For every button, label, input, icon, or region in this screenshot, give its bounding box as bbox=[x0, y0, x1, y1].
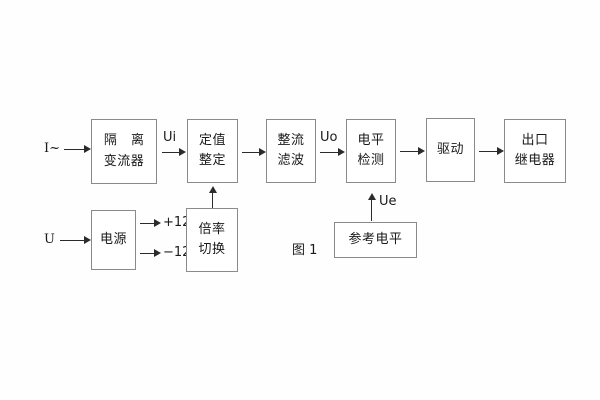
block-reference-level[interactable]: 参考电平 bbox=[334, 222, 417, 258]
input-current-label: I~ bbox=[44, 141, 61, 156]
block-ratio-switch-line2: 切换 bbox=[198, 242, 226, 257]
input-voltage-arrowhead bbox=[84, 236, 91, 244]
link-driver-to-relay-arrowhead bbox=[497, 147, 504, 155]
block-driver-line1: 驱动 bbox=[436, 141, 464, 157]
rail-negative-line bbox=[140, 253, 154, 254]
block-power-supply-line1: 电源 bbox=[99, 231, 127, 247]
block-level-detect-line1: 电平 bbox=[357, 132, 385, 148]
figure-caption: 图 1 bbox=[292, 243, 318, 258]
block-driver[interactable]: 驱动 bbox=[426, 118, 475, 182]
block-level-detect[interactable]: 电平 检测 bbox=[346, 119, 396, 183]
link-reference-to-level-arrowhead bbox=[368, 193, 376, 200]
block-isolation-ct-line2: 变流器 bbox=[103, 153, 145, 169]
signal-uo-label: Uo bbox=[320, 130, 338, 145]
block-rectify-filter-line2: 滤波 bbox=[277, 153, 305, 168]
block-output-relay-line2: 继电器 bbox=[514, 153, 556, 168]
input-voltage-label: U bbox=[44, 232, 55, 247]
link-ratio-to-setting-arrowhead bbox=[209, 186, 217, 193]
block-output-relay[interactable]: 出口 继电器 bbox=[504, 119, 566, 183]
signal-uo-arrowhead bbox=[338, 148, 345, 156]
signal-ui-label: Ui bbox=[163, 130, 177, 145]
link-level-to-driver-line bbox=[400, 151, 418, 152]
link-ratio-to-setting-line bbox=[212, 192, 213, 208]
block-ratio-switch[interactable]: 倍率 切换 bbox=[186, 208, 238, 272]
rail-positive-line bbox=[140, 223, 154, 224]
block-setting-value[interactable]: 定值 整定 bbox=[187, 119, 238, 183]
block-level-detect-line2: 检测 bbox=[357, 153, 385, 168]
block-setting-value-line1: 定值 bbox=[198, 132, 226, 148]
input-voltage-line bbox=[60, 240, 84, 241]
block-isolation-ct-line1: 隔 离 bbox=[103, 133, 150, 149]
input-current-arrowhead bbox=[84, 145, 91, 153]
signal-ue-label: Ue bbox=[379, 194, 397, 209]
block-output-relay-line1: 出口 bbox=[521, 132, 549, 148]
signal-ui-arrowhead bbox=[179, 148, 186, 156]
block-isolation-ct[interactable]: 隔 离 变流器 bbox=[91, 119, 157, 184]
link-reference-to-level-line bbox=[371, 199, 372, 221]
link-level-to-driver-arrowhead bbox=[418, 147, 425, 155]
link-driver-to-relay-line bbox=[479, 151, 497, 152]
block-rectify-filter[interactable]: 整流 滤波 bbox=[266, 119, 316, 183]
block-power-supply[interactable]: 电源 bbox=[91, 210, 136, 270]
block-ratio-switch-line1: 倍率 bbox=[198, 221, 226, 237]
signal-ui-line bbox=[162, 152, 179, 153]
link-setting-to-rectify-arrowhead bbox=[259, 148, 266, 156]
input-current-line bbox=[64, 149, 84, 150]
block-rectify-filter-line1: 整流 bbox=[277, 132, 305, 148]
link-setting-to-rectify-line bbox=[242, 152, 259, 153]
signal-uo-line bbox=[320, 152, 338, 153]
rail-positive-arrowhead bbox=[154, 219, 161, 227]
block-setting-value-line2: 整定 bbox=[198, 153, 226, 168]
block-reference-level-line1: 参考电平 bbox=[348, 231, 403, 247]
rail-negative-arrowhead bbox=[154, 249, 161, 257]
